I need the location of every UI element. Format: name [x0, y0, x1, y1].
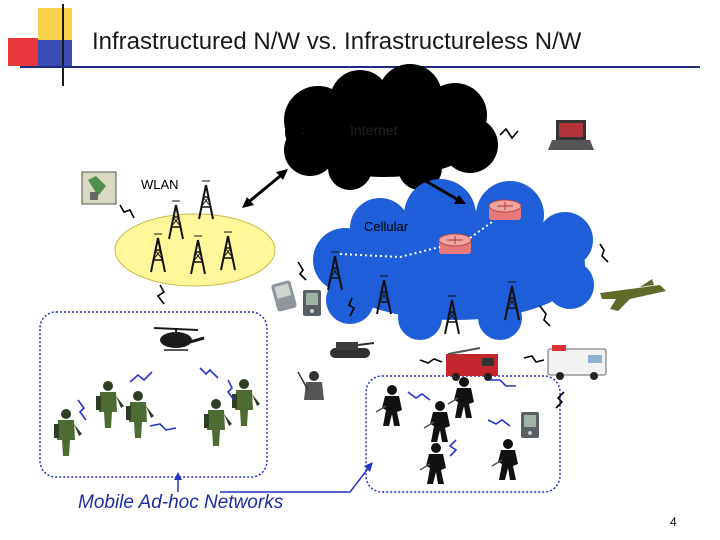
firefighter-icon — [297, 371, 324, 400]
cellular-label: Cellular — [364, 219, 409, 234]
slide-title: Infrastructured N/W vs. Infrastructurele… — [92, 28, 582, 55]
helicopter-icon — [153, 327, 205, 351]
pda-icon — [521, 412, 539, 438]
cellular-cloud — [313, 179, 594, 340]
soldier-icon — [232, 379, 260, 426]
manet-box-left — [39, 311, 268, 478]
wlan-label: WLAN — [141, 177, 179, 192]
soldier-icon — [96, 381, 124, 428]
internet-label: Internet — [350, 122, 398, 138]
page-number: 4 — [670, 515, 677, 529]
soldier-icon — [54, 409, 82, 456]
soldier-icon — [447, 376, 475, 419]
corner-vertical-line — [62, 4, 64, 86]
tower-icon — [198, 180, 214, 220]
jet-icon — [600, 279, 666, 311]
adhoc-link — [77, 367, 516, 457]
corner-blue-square — [38, 40, 72, 66]
svg-text:.: . — [302, 123, 305, 137]
soldier-icon — [491, 438, 519, 481]
soldier-icon — [419, 442, 447, 485]
laptop-icon — [548, 120, 594, 150]
wireless-link — [119, 127, 609, 409]
wlan-internet-link — [242, 169, 288, 208]
internet-cellular-link — [406, 170, 466, 204]
manet-label-pointer — [174, 462, 373, 493]
corner-yellow-square — [38, 8, 72, 42]
router-link — [339, 246, 441, 259]
building-icon — [81, 171, 117, 205]
router-icon — [488, 199, 522, 221]
soldier-icon — [204, 399, 232, 446]
router-icon — [438, 233, 472, 255]
internet-cloud: . — [284, 64, 498, 190]
soldier-icon — [375, 384, 403, 427]
title-rule — [20, 66, 700, 68]
soldier-icon — [126, 391, 154, 438]
soldier-icon — [423, 400, 451, 443]
pda-icon — [271, 280, 297, 312]
pda-icon — [303, 290, 321, 316]
tank-icon — [330, 342, 375, 358]
manet-label: Mobile Ad-hoc Networks — [78, 492, 284, 513]
corner-red-square — [8, 38, 38, 66]
fire-truck-icon — [446, 347, 498, 381]
ambulance-icon — [547, 345, 607, 380]
